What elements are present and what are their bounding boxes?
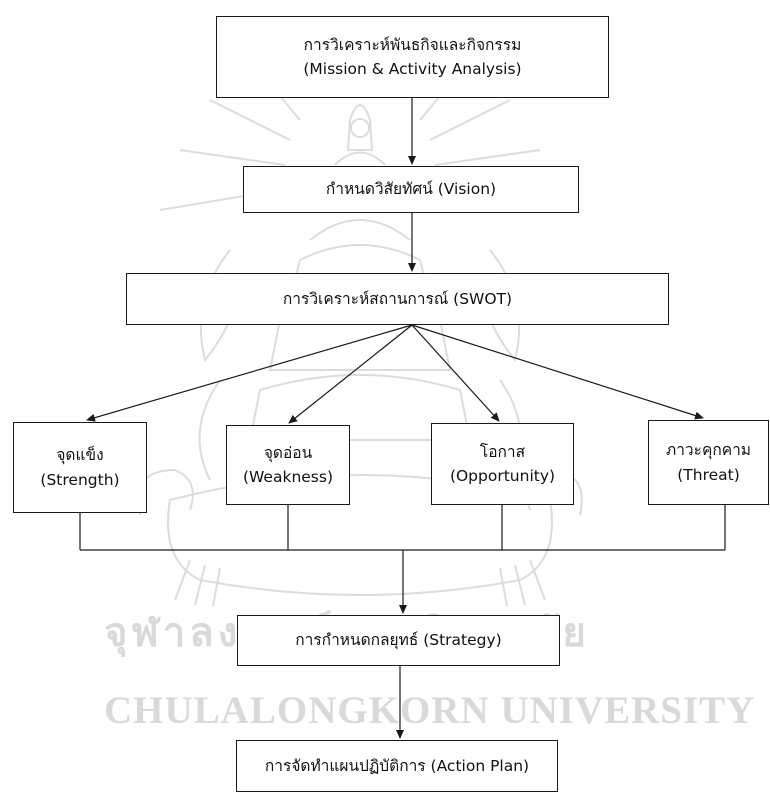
swot-label: การวิเคราะห์สถานการณ์ (SWOT)	[282, 289, 513, 308]
mission-label-thai: การวิเคราะห์พันธกิจและกิจกรรม	[303, 35, 522, 54]
strategy-label: การกำหนดกลยุทธ์ (Strategy)	[295, 631, 502, 650]
arrow-swot-to-threat	[411, 324, 704, 420]
vision-label: กำหนดวิสัยทัศน์ (Vision)	[325, 180, 497, 199]
arrow-swot-to-strength	[86, 324, 413, 422]
strength-label-thai: จุดแข็ง	[56, 446, 104, 465]
arrow-swot-to-opportunity	[411, 324, 500, 422]
mission-analysis-box: การวิเคราะห์พันธกิจและกิจกรรม (Mission &…	[216, 16, 609, 98]
weakness-label-thai: จุดอ่อน	[263, 443, 313, 462]
threat-box: ภาวะคุกคาม (Threat)	[648, 420, 769, 505]
mission-label-english: (Mission & Activity Analysis)	[303, 60, 522, 78]
arrow-swot-to-weakness	[288, 324, 413, 424]
weakness-box: จุดอ่อน (Weakness)	[226, 425, 350, 505]
swot-box: การวิเคราะห์สถานการณ์ (SWOT)	[126, 273, 669, 325]
opportunity-label-thai: โอกาส	[479, 442, 526, 461]
threat-label-thai: ภาวะคุกคาม	[666, 441, 751, 460]
action-plan-box: การจัดทำแผนปฏิบัติการ (Action Plan)	[236, 740, 558, 792]
threat-label-english: (Threat)	[677, 465, 740, 484]
strength-label-english: (Strength)	[40, 470, 120, 489]
action-plan-label: การจัดทำแผนปฏิบัติการ (Action Plan)	[264, 756, 530, 775]
strategy-box: การกำหนดกลยุทธ์ (Strategy)	[237, 615, 560, 666]
weakness-label-english: (Weakness)	[242, 468, 334, 486]
vision-box: กำหนดวิสัยทัศน์ (Vision)	[243, 166, 579, 213]
strength-box: จุดแข็ง (Strength)	[13, 422, 147, 513]
opportunity-label-english: (Opportunity)	[449, 467, 556, 485]
opportunity-box: โอกาส (Opportunity)	[431, 423, 574, 505]
